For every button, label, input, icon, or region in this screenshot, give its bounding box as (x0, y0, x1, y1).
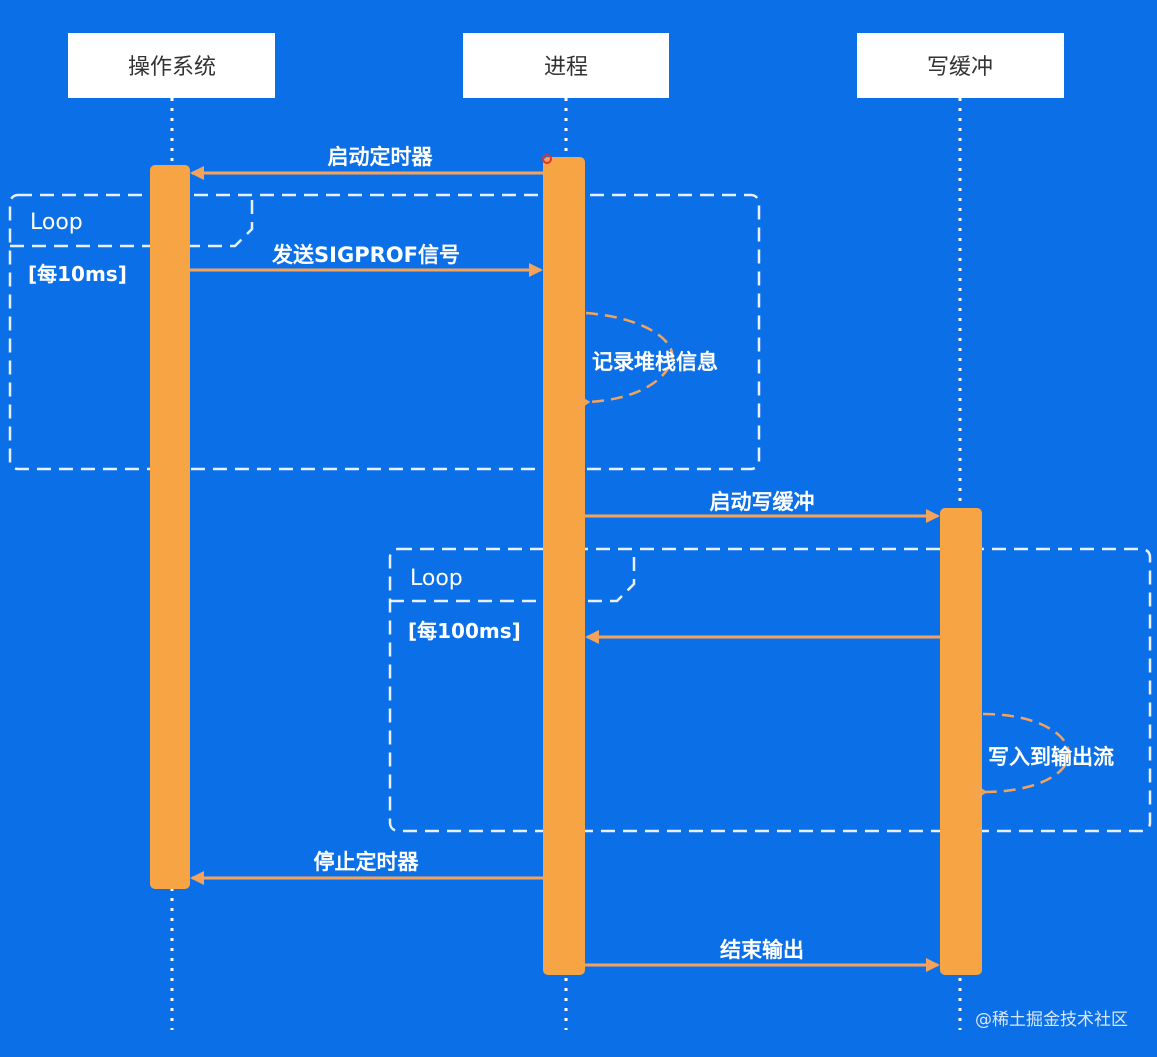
message-record-stack: 记录堆栈信息 (576, 311, 718, 411)
message-end-output: 结束输出 (585, 938, 940, 972)
watermark: @稀土掘金技术社区 (975, 1010, 1128, 1030)
participant-write-buffer: 写缓冲 (857, 33, 1064, 98)
loop-2-condition: [每100ms] (408, 619, 521, 643)
message-start-timer-label: 启动定时器 (328, 145, 434, 169)
loop-frame-1: Loop [每10ms] (8, 193, 761, 471)
message-write-to-output-label: 写入到输出流 (988, 745, 1114, 769)
activation-write-buffer (940, 508, 982, 975)
activation-os (150, 165, 190, 889)
participant-os-label: 操作系统 (128, 55, 216, 80)
loop-frame-2: Loop [每100ms] (388, 547, 1152, 833)
message-send-signal: 发送SIGPROF信号 (190, 243, 543, 277)
loop-1-label: Loop (30, 210, 83, 235)
loop-1-condition: [每10ms] (28, 262, 127, 286)
message-start-timer: 启动定时器 (190, 145, 543, 180)
message-start-write-buffer: 启动写缓冲 (585, 490, 940, 523)
message-write-to-output: 写入到输出流 (973, 712, 1114, 801)
message-start-write-buffer-label: 启动写缓冲 (710, 490, 815, 514)
loop-2-label: Loop (410, 566, 463, 591)
message-stop-timer: 停止定时器 (190, 850, 543, 885)
message-stop-timer-label: 停止定时器 (314, 850, 420, 874)
message-send-signal-label: 发送SIGPROF信号 (271, 243, 460, 267)
participant-process-label: 进程 (544, 55, 588, 80)
participant-write-buffer-label: 写缓冲 (927, 55, 993, 80)
participant-os: 操作系统 (68, 33, 275, 98)
participant-process: 进程 (463, 33, 669, 98)
message-record-stack-label: 记录堆栈信息 (592, 350, 718, 374)
cursor-dot (542, 154, 552, 164)
message-end-output-label: 结束输出 (720, 938, 804, 962)
activation-process (543, 157, 585, 975)
